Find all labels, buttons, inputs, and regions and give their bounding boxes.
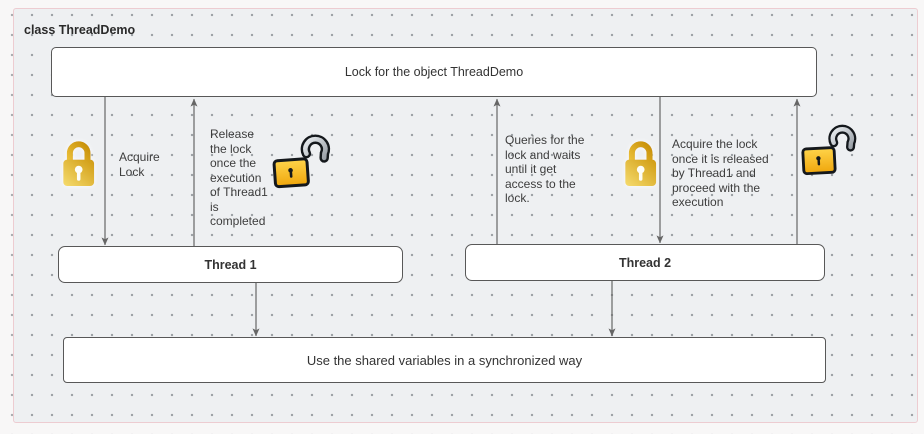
thread1-label: Thread 1	[204, 257, 257, 272]
shared-variables-box[interactable]: Use the shared variables in a synchroniz…	[63, 337, 826, 383]
acquire-lock-note[interactable]: Acquire Lock	[119, 150, 160, 179]
release-lock-note[interactable]: Release the lock once the execution of T…	[210, 127, 268, 228]
shared-variables-label: Use the shared variables in a synchroniz…	[306, 352, 583, 368]
acquire-after-release-note[interactable]: Acquire the lock once it is released by …	[672, 137, 769, 209]
queries-lock-note[interactable]: Queries for the lock and waits until it …	[505, 133, 585, 205]
thread2-box[interactable]: Thread 2	[465, 244, 825, 281]
thread2-label: Thread 2	[618, 255, 672, 270]
class-frame-label: class ThreadDemo	[24, 23, 136, 37]
thread1-box[interactable]: Thread 1	[58, 246, 403, 283]
lock-object-box[interactable]: Lock for the object ThreadDemo	[51, 47, 817, 97]
lock-object-label: Lock for the object ThreadDemo	[344, 65, 524, 79]
